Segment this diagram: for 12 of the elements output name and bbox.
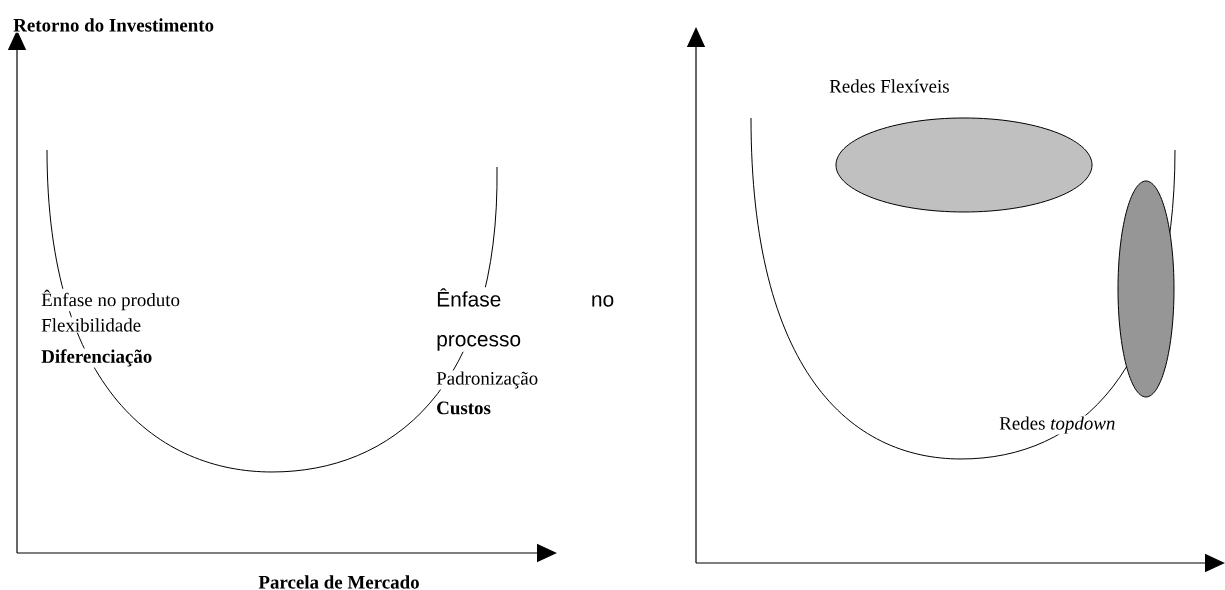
axis-label: Padronização	[435, 370, 540, 390]
region-label: Redes topdown	[998, 415, 1117, 435]
axis-label: Ênfase no processo	[435, 287, 616, 352]
ellipse	[835, 117, 1093, 213]
axis-label: Ênfase no produto	[40, 288, 181, 312]
axis-label: Parcela de Mercado	[257, 574, 421, 590]
region-label: Redes Flexíveis	[828, 78, 951, 94]
ellipse	[1117, 180, 1175, 398]
axis-label: Flexibilidade	[40, 317, 143, 333]
axis-label: Diferenciação	[40, 348, 154, 368]
axis-label: Custos	[435, 400, 492, 416]
axis-label: Retorno do Investimento	[12, 17, 216, 33]
